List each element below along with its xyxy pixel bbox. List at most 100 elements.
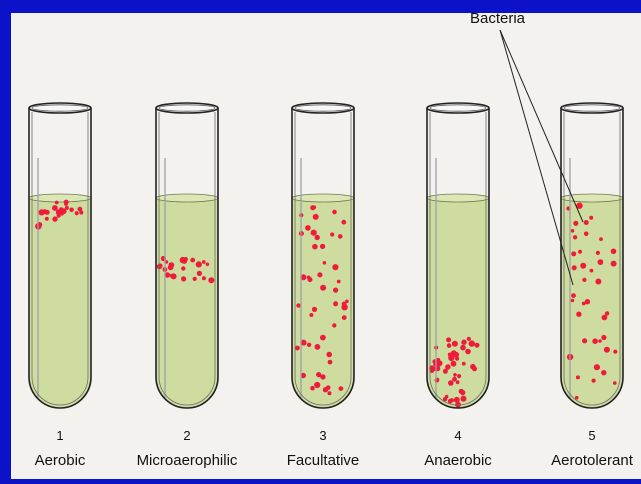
bacteria-dot (584, 220, 589, 225)
bacteria-dot (56, 209, 62, 215)
bacteria-dot (313, 214, 319, 220)
bacteria-dot (196, 261, 202, 267)
bacteria-dot (571, 229, 575, 233)
bacteria-dot (328, 391, 332, 395)
bacteria-dot (573, 221, 578, 226)
bacteria-dot (443, 369, 448, 374)
bacteria-dot (75, 211, 79, 215)
bacteria-dot (206, 263, 210, 267)
bacteria-dot (613, 350, 617, 354)
bacteria-dot (604, 347, 610, 353)
bacteria-dot (312, 244, 318, 250)
bacteria-dot (320, 335, 326, 341)
bacteria-dot (578, 250, 582, 254)
bacteria-dot (573, 235, 577, 239)
bacteria-dot (611, 261, 617, 267)
tube-label: Microaerophilic (137, 452, 238, 469)
bacteria-dot (315, 235, 320, 240)
bacteria-dot (341, 220, 346, 225)
bacteria-dot (197, 271, 202, 276)
bacteria-dot (576, 312, 581, 317)
bacteria-dot (312, 205, 316, 209)
bacteria-dot (456, 380, 460, 384)
bacteria-dot (613, 381, 617, 385)
bacteria-dot (453, 373, 457, 377)
bacteria-dot (193, 277, 197, 281)
bacteria-dot (309, 313, 313, 317)
bacteria-dot (436, 358, 440, 362)
bacteria-dot (61, 208, 67, 214)
bacteria-dot (171, 273, 177, 279)
bacteria-dot (601, 370, 606, 375)
tube-number: 2 (183, 428, 190, 443)
bacteria-dot (326, 352, 332, 358)
bacteria-dot (605, 311, 609, 315)
bacteria-dot (330, 232, 334, 236)
tube-number: 5 (588, 428, 595, 443)
bacteria-dot (450, 398, 454, 402)
bacteria-dot (307, 276, 311, 280)
bacteria-dot (447, 343, 452, 348)
bacteria-dot (582, 278, 586, 282)
bacteria-dot (332, 264, 338, 270)
bacteria-dot (576, 375, 580, 379)
bacteria-dot (307, 343, 311, 347)
bacteria-dot (183, 257, 188, 262)
bacteria-dot (295, 346, 300, 351)
bacteria-dot (460, 345, 466, 351)
bacteria-dot (599, 237, 603, 241)
bacteria-dot (572, 265, 577, 270)
bacteria-dot (305, 225, 311, 231)
tube-number: 4 (454, 428, 461, 443)
bacteria-dot (584, 231, 589, 236)
bacteria-dot (202, 260, 206, 264)
bacteria-dot (323, 261, 327, 265)
bacteria-dot (314, 382, 320, 388)
bacteria-dot (462, 362, 466, 366)
bacteria-dot (582, 338, 587, 343)
bacteria-dot (601, 335, 606, 340)
bacteria-dot (592, 379, 596, 383)
bacteria-dot (332, 210, 337, 215)
bacteria-dot (78, 207, 83, 212)
bacteria-dot (45, 217, 49, 221)
bacteria-dot (469, 340, 475, 346)
bacteria-dot (316, 372, 321, 377)
bacteria-dot (181, 276, 186, 281)
bacteria-dot (595, 279, 601, 285)
bacteria-dot (451, 361, 457, 367)
bacteria-dot (596, 251, 600, 255)
bacteria-dot (190, 258, 195, 263)
bacteria-dot (69, 208, 74, 213)
bacteria-dot (598, 259, 604, 265)
bacteria-dot (328, 360, 333, 365)
bacteria-dot (589, 216, 593, 220)
bacteria-dot (611, 249, 617, 255)
bacteria-dot (208, 277, 214, 283)
bacteria-dot (457, 374, 461, 378)
bacteria-dot (594, 364, 600, 370)
bacteria-dot (332, 323, 336, 327)
bacteria-dot (339, 386, 344, 391)
bacteria-dot (459, 389, 464, 394)
bacteria-dot (341, 304, 347, 310)
bacteria-dot (461, 396, 467, 402)
bacteria-dot (448, 380, 454, 386)
bacteria-dot (580, 263, 586, 269)
bacteria-dot (342, 315, 347, 320)
bacteria-dot (55, 201, 59, 205)
bacteria-dot (575, 396, 579, 400)
bacteria-dot (461, 340, 466, 345)
bacteria-dot (571, 293, 576, 298)
bacteria-callout-label: Bacteria (470, 10, 525, 27)
bacteria-dot (333, 288, 338, 293)
bacteria-dot (467, 337, 471, 341)
bacteria-dot (592, 338, 598, 344)
tube-label: Anaerobic (424, 452, 492, 469)
bacteria-dot (452, 377, 457, 382)
bacteria-dot (345, 300, 349, 304)
bacteria-dot (590, 269, 594, 273)
bacteria-dot (52, 216, 57, 221)
